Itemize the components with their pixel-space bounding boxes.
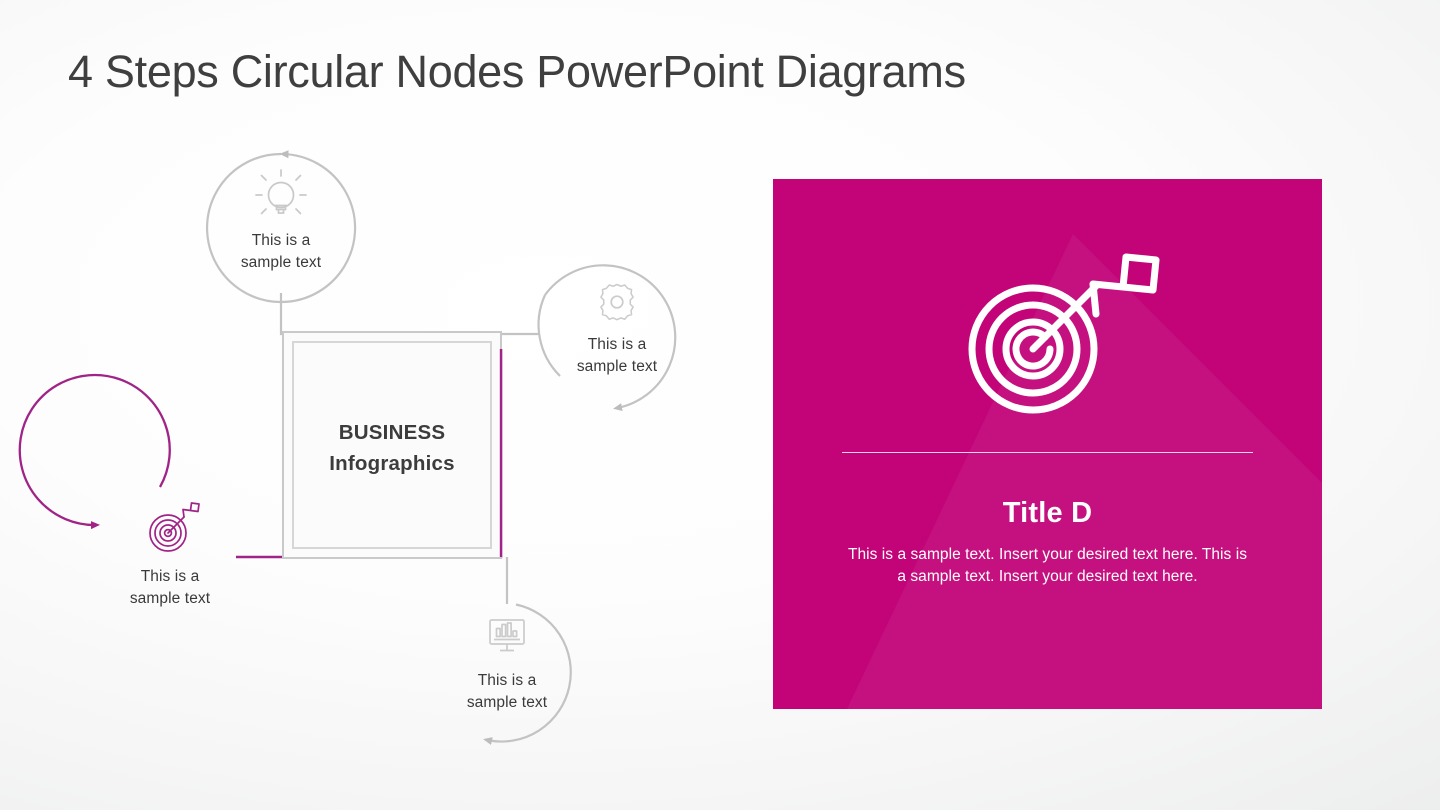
- node-a-lightbulb[interactable]: [206, 150, 357, 304]
- detail-panel[interactable]: Title D This is a sample text. Insert yo…: [773, 179, 1322, 709]
- node-c-arc: [483, 603, 572, 745]
- panel-title: Title D: [1002, 497, 1093, 529]
- node-b-arc: [544, 264, 677, 411]
- page-title: 4 Steps Circular Nodes PowerPoint Diagra…: [68, 46, 966, 97]
- center-box-label: BUSINESS Infographics: [329, 421, 455, 475]
- target-icon: [149, 502, 200, 552]
- node-b-gear[interactable]: [537, 264, 677, 411]
- node-d-arc: [18, 373, 171, 530]
- node-d-target[interactable]: [18, 373, 200, 552]
- panel-divider: [842, 452, 1253, 453]
- lightbulb-icon: [255, 169, 307, 215]
- monitor-chart-icon: [489, 619, 525, 652]
- panel-body-text: This is a sample text. Insert your desir…: [847, 546, 1248, 586]
- node-a-arc: [206, 150, 357, 304]
- center-box: [282, 331, 503, 559]
- target-icon: [968, 253, 1159, 414]
- circular-nodes-diagram: [18, 150, 677, 745]
- node-c-monitor[interactable]: [444, 603, 572, 745]
- gear-icon: [600, 283, 634, 321]
